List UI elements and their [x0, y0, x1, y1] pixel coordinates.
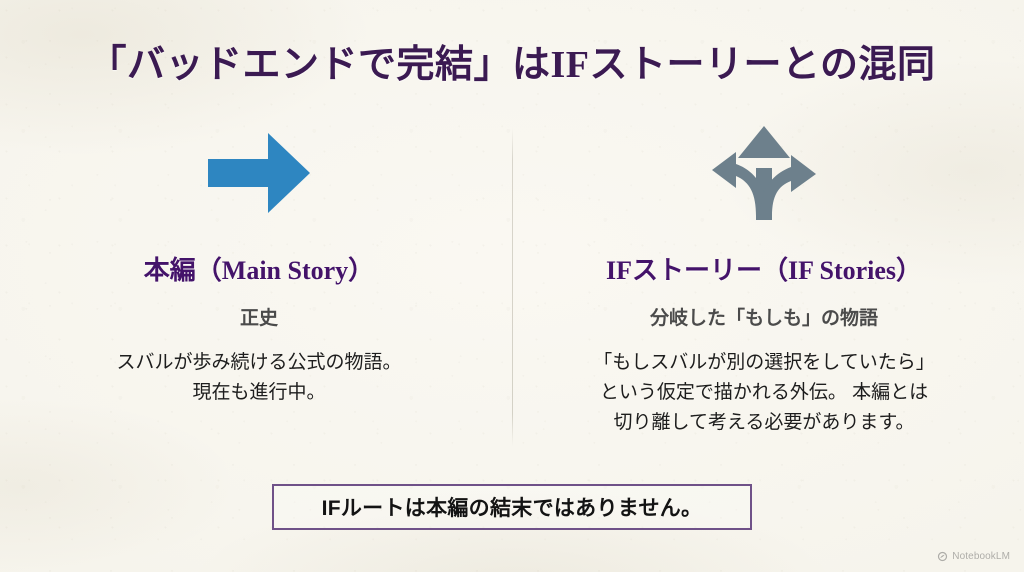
page-title: 「バッドエンドで完結」はIFストーリーとの混同	[88, 44, 936, 86]
watermark: NotebookLM	[937, 551, 1010, 562]
column-heading: IFストーリー（IF Stories）	[605, 256, 923, 285]
body-line: 現在も進行中。	[192, 381, 326, 403]
column-main-story: 本編（Main Story） 正史 スバルが歩み続ける公式の物語。 現在も進行中…	[0, 120, 512, 450]
column-subheading: 正史	[239, 307, 278, 329]
column-body: スバルが歩み続ける公式の物語。 現在も進行中。	[116, 348, 401, 408]
callout-text: IFルートは本編の結末ではありません。	[321, 497, 703, 520]
three-way-branch-arrow-icon	[710, 120, 818, 226]
body-line: という仮定で描かれる外伝。 本編とは	[599, 381, 929, 403]
column-divider	[512, 128, 513, 446]
body-line: スバルが歩み続ける公式の物語。	[116, 351, 402, 373]
columns-container: 本編（Main Story） 正史 スバルが歩み続ける公式の物語。 現在も進行中…	[0, 120, 1024, 450]
column-subheading: 分岐した「もしも」の物語	[649, 307, 878, 329]
watermark-label: NotebookLM	[952, 551, 1010, 562]
callout-box: IFルートは本編の結末ではありません。	[272, 484, 752, 530]
body-line: 「もしスバルが別の選択をしていたら」	[593, 351, 935, 373]
column-if-stories: IFストーリー（IF Stories） 分岐した「もしも」の物語 「もしスバルが…	[512, 120, 1024, 450]
notebooklm-logo-icon	[937, 551, 948, 562]
column-body: 「もしスバルが別の選択をしていたら」 という仮定で描かれる外伝。 本編とは 切り…	[593, 348, 934, 438]
body-line: 切り離して考える必要があります。	[613, 411, 915, 433]
column-heading: 本編（Main Story）	[143, 256, 375, 285]
right-arrow-icon	[206, 120, 312, 226]
